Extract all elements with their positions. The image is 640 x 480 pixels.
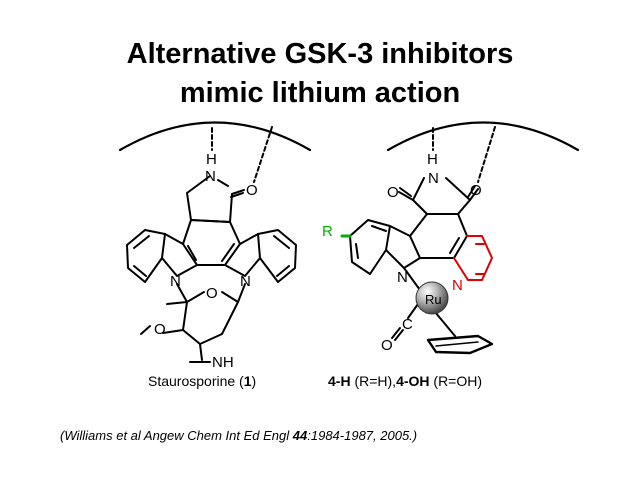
atom-o-ring: O [206, 285, 218, 302]
atom-o-carbonyl: O [381, 337, 393, 354]
atom-h-right: H [427, 151, 438, 168]
atom-n-indole: N [397, 269, 408, 286]
hbond-co-left [253, 126, 273, 183]
atom-o-right-right: O [470, 182, 482, 199]
citation: (Williams et al Angew Chem Int Ed Engl 4… [60, 428, 417, 443]
caption-staurosporine-number: 1 [243, 373, 252, 389]
caption-4h: 4-H [328, 373, 351, 389]
atom-o-left-right: O [387, 184, 399, 201]
indole-benzene-left [126, 229, 166, 283]
caption-ru-complex: 4-H (R=H),4-OH (R=OH) [328, 373, 482, 389]
indole-benzene [349, 219, 391, 275]
cyclopentadienyl-ring [426, 334, 494, 355]
hbond-co-right [477, 126, 496, 183]
atom-n-pyridine: N [452, 277, 463, 294]
citation-suffix: :1984-1987, 2005.) [307, 428, 418, 443]
atom-n-indole-left: N [170, 273, 181, 290]
citation-prefix: (Williams et al Angew Chem Int Ed Engl [60, 428, 293, 443]
binding-pocket-arc-right [386, 121, 580, 152]
central-benzene [182, 219, 241, 266]
indole-benzene-right [257, 229, 297, 283]
binding-pocket-arc-left [118, 121, 312, 152]
atom-n-lactam: N [205, 168, 216, 185]
caption-staurosporine-close: ) [251, 373, 257, 389]
slide-title-line2: mimic lithium action [179, 77, 461, 109]
caption-staurosporine-name: Staurosporine ( [148, 373, 244, 389]
slide-title-line1: Alternative GSK-3 inhibitors [126, 38, 514, 70]
atom-o-carbonyl-left: O [246, 182, 258, 199]
atom-c-carbonyl: C [402, 316, 413, 333]
sugar-ring [176, 283, 205, 303]
caption-4h-sub: (R=H), [350, 373, 397, 389]
atom-ru: Ru [425, 292, 442, 307]
citation-volume: 44 [292, 428, 308, 443]
caption-4oh: 4-OH [396, 373, 430, 389]
atom-o-methoxy: O [154, 321, 166, 338]
atom-nh: NH [212, 354, 234, 371]
atom-h-left: H [206, 151, 217, 168]
caption-staurosporine: Staurosporine (1) [148, 373, 256, 389]
atom-n-indole-right: N [240, 273, 251, 290]
atom-r-group: R [322, 223, 333, 240]
atom-n-imide: N [428, 170, 439, 187]
maleimide-ring [412, 177, 471, 215]
caption-4oh-sub: (R=OH) [429, 373, 483, 389]
ruthenium-atom [415, 281, 449, 315]
pyridine-ring [453, 235, 493, 281]
